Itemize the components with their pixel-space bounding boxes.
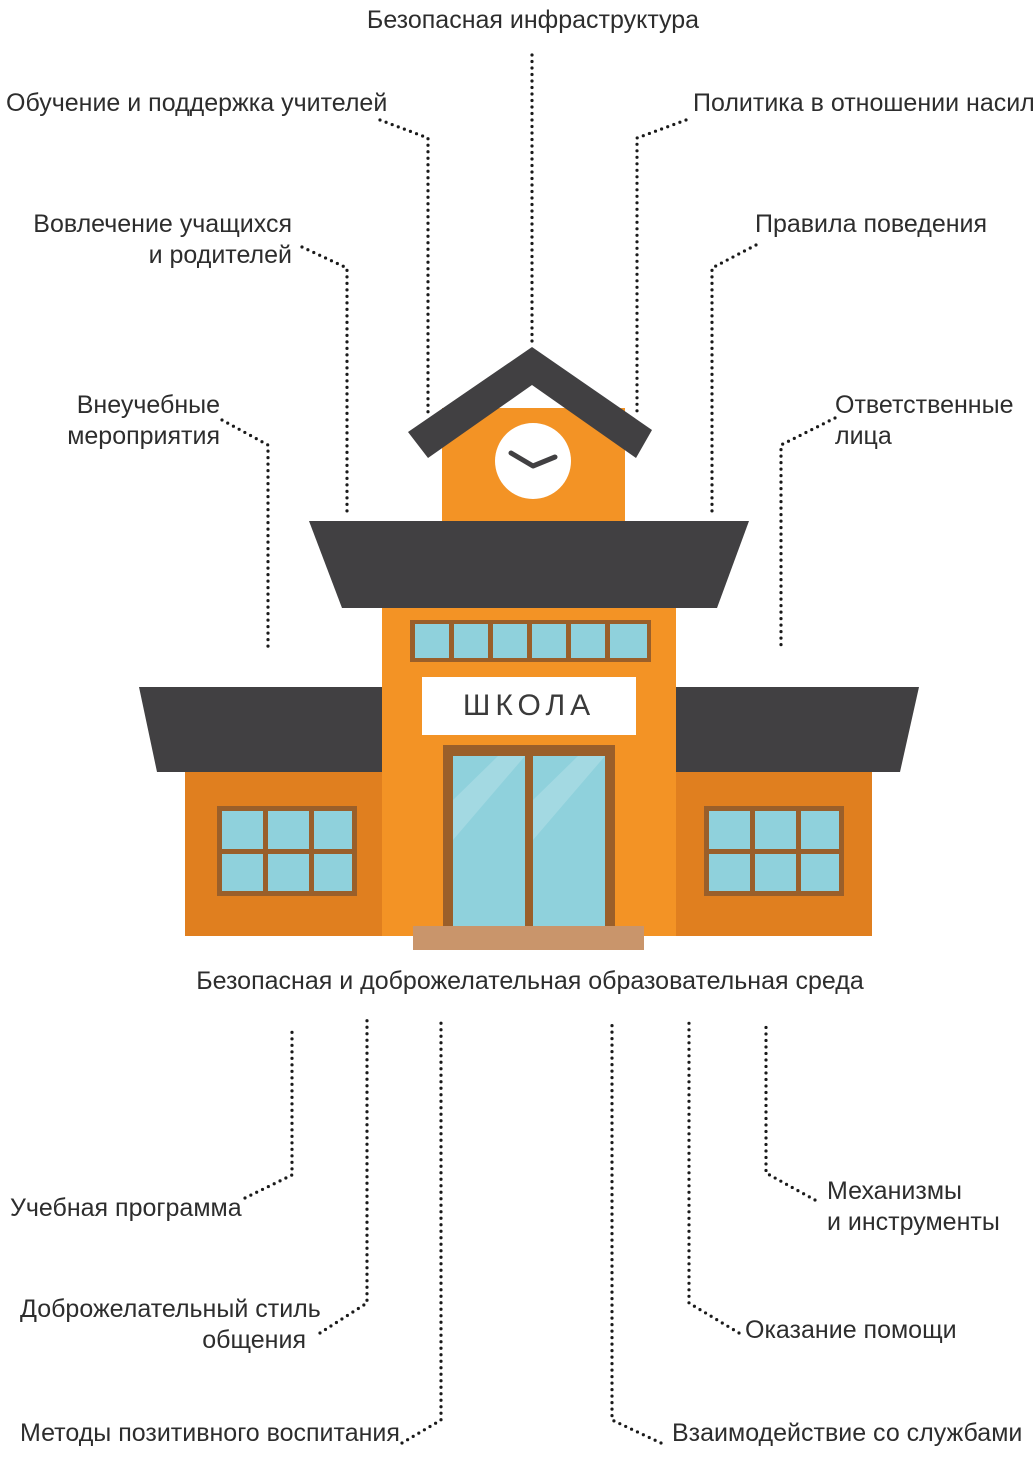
label-friendly-style: Доброжелательный стиль общения — [20, 1294, 321, 1356]
leader-mechanisms — [764, 1025, 817, 1202]
label-teachers: Обучение и поддержка учителей — [6, 88, 388, 119]
label-line: общения — [202, 1326, 306, 1354]
leader-responsible — [779, 416, 837, 650]
label-line: Правила поведения — [755, 210, 988, 238]
label-line: Ответственные — [835, 391, 1014, 419]
label-services: Взаимодействие со службами — [672, 1418, 1022, 1449]
label-line: Обучение и поддержка учителей — [6, 89, 388, 117]
label-line: Внеучебные — [76, 391, 220, 419]
entrance-step — [413, 926, 644, 950]
label-line: Доброжелательный стиль — [20, 1295, 321, 1323]
label-involvement: Вовлечение учащихся и родителей — [30, 209, 292, 271]
right-wing-window — [704, 806, 844, 896]
label-line: Политика в отношении насилия — [693, 89, 1033, 117]
left-wing-window — [217, 806, 357, 896]
leader-violence-policy — [635, 118, 688, 414]
label-positive-methods: Методы позитивного воспитания — [20, 1418, 400, 1449]
leader-rules — [710, 243, 758, 514]
label-line: и родителей — [148, 241, 292, 269]
label-line: Вовлечение учащихся — [33, 210, 292, 238]
label-line: Механизмы — [827, 1177, 962, 1205]
leader-teachers — [378, 118, 430, 414]
leader-positive-methods — [400, 1018, 443, 1445]
leader-friendly-style — [318, 1016, 369, 1335]
right-wing-roof — [668, 687, 919, 772]
label-curriculum: Учебная программа — [10, 1193, 242, 1224]
label-line: Учебная программа — [10, 1194, 242, 1222]
clock-icon — [495, 423, 571, 499]
school-sign-text: ШКОЛА — [462, 689, 596, 722]
left-wing-roof — [139, 687, 395, 772]
label-line: лица — [835, 422, 892, 450]
label-mechanisms: Механизмы и инструменты — [827, 1176, 1027, 1238]
label-line: Методы позитивного воспитания — [20, 1419, 400, 1447]
entrance-door — [443, 745, 615, 930]
label-line: мероприятия — [67, 422, 220, 450]
school-building — [139, 347, 919, 950]
leader-extracurricular — [220, 418, 270, 652]
tower-roof — [408, 347, 652, 458]
leader-services — [610, 1018, 663, 1445]
label-line: Оказание помощи — [745, 1316, 957, 1344]
leader-lines — [220, 53, 837, 1445]
leader-involvement — [300, 245, 349, 514]
label-line: Безопасная инфраструктура — [366, 6, 700, 34]
label-violence-policy: Политика в отношении насилия — [693, 88, 1033, 119]
label-center: Безопасная и доброжелательная образовате… — [180, 966, 880, 997]
label-assistance: Оказание помощи — [745, 1315, 975, 1346]
leader-assistance — [687, 1016, 741, 1335]
label-line: и инструменты — [827, 1208, 1000, 1236]
label-line: Взаимодействие со службами — [672, 1419, 1023, 1447]
label-rules: Правила поведения — [755, 209, 995, 240]
label-infrastructure: Безопасная инфраструктура — [360, 5, 706, 36]
main-roof — [309, 521, 749, 608]
label-extracurricular: Внеучебные мероприятия — [60, 390, 220, 452]
label-line: Безопасная и доброжелательная образовате… — [196, 967, 864, 995]
school-sign-board — [422, 677, 636, 735]
leader-curriculum — [243, 1025, 294, 1200]
label-responsible: Ответственные лица — [835, 390, 1015, 452]
upper-window-strip — [410, 620, 651, 662]
